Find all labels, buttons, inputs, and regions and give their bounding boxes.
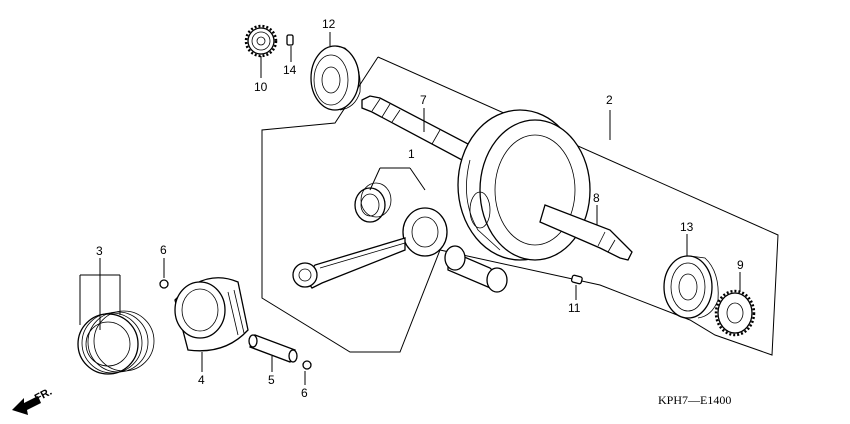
ball-bearing-13[interactable]: [663, 255, 719, 319]
front-label: FR.: [33, 386, 54, 405]
crankshaft-2[interactable]: [361, 95, 633, 261]
callout-2: 2: [606, 93, 613, 107]
callout-4: 4: [198, 373, 205, 387]
front-arrow-icon: FR.: [12, 386, 54, 415]
callout-5: 5: [268, 373, 275, 387]
callout-13: 13: [680, 220, 694, 234]
callout-3: 3: [96, 244, 103, 258]
woodruff-key-11[interactable]: [570, 274, 583, 285]
piston-pin-clip-lower[interactable]: [302, 360, 312, 370]
leader-lines: [79, 32, 741, 385]
connecting-rod-1[interactable]: [292, 207, 448, 289]
piston-pin-5[interactable]: [248, 334, 298, 363]
callout-12: 12: [322, 17, 336, 31]
callout-6-upper: 6: [160, 243, 167, 257]
callout-14: 14: [283, 63, 297, 77]
callout-8: 8: [593, 191, 600, 205]
callout-1: 1: [408, 147, 415, 161]
callout-11: 11: [568, 301, 581, 315]
piston-pin-clip-upper[interactable]: [159, 279, 169, 289]
timing-gear-10[interactable]: [244, 24, 278, 58]
diagram-code: KPH7—E1400: [658, 393, 731, 407]
callout-7: 7: [420, 93, 427, 107]
piston-4[interactable]: [174, 277, 249, 352]
woodruff-key-14[interactable]: [286, 34, 294, 46]
piston-rings-3[interactable]: [77, 310, 155, 375]
callout-6-lower: 6: [301, 386, 308, 400]
crank-pin[interactable]: [444, 245, 508, 293]
needle-bearing[interactable]: [354, 182, 392, 223]
callout-9: 9: [737, 258, 744, 272]
drive-gear-9[interactable]: [714, 289, 756, 337]
ball-bearing-12[interactable]: [310, 45, 361, 111]
callout-10: 10: [254, 80, 268, 94]
